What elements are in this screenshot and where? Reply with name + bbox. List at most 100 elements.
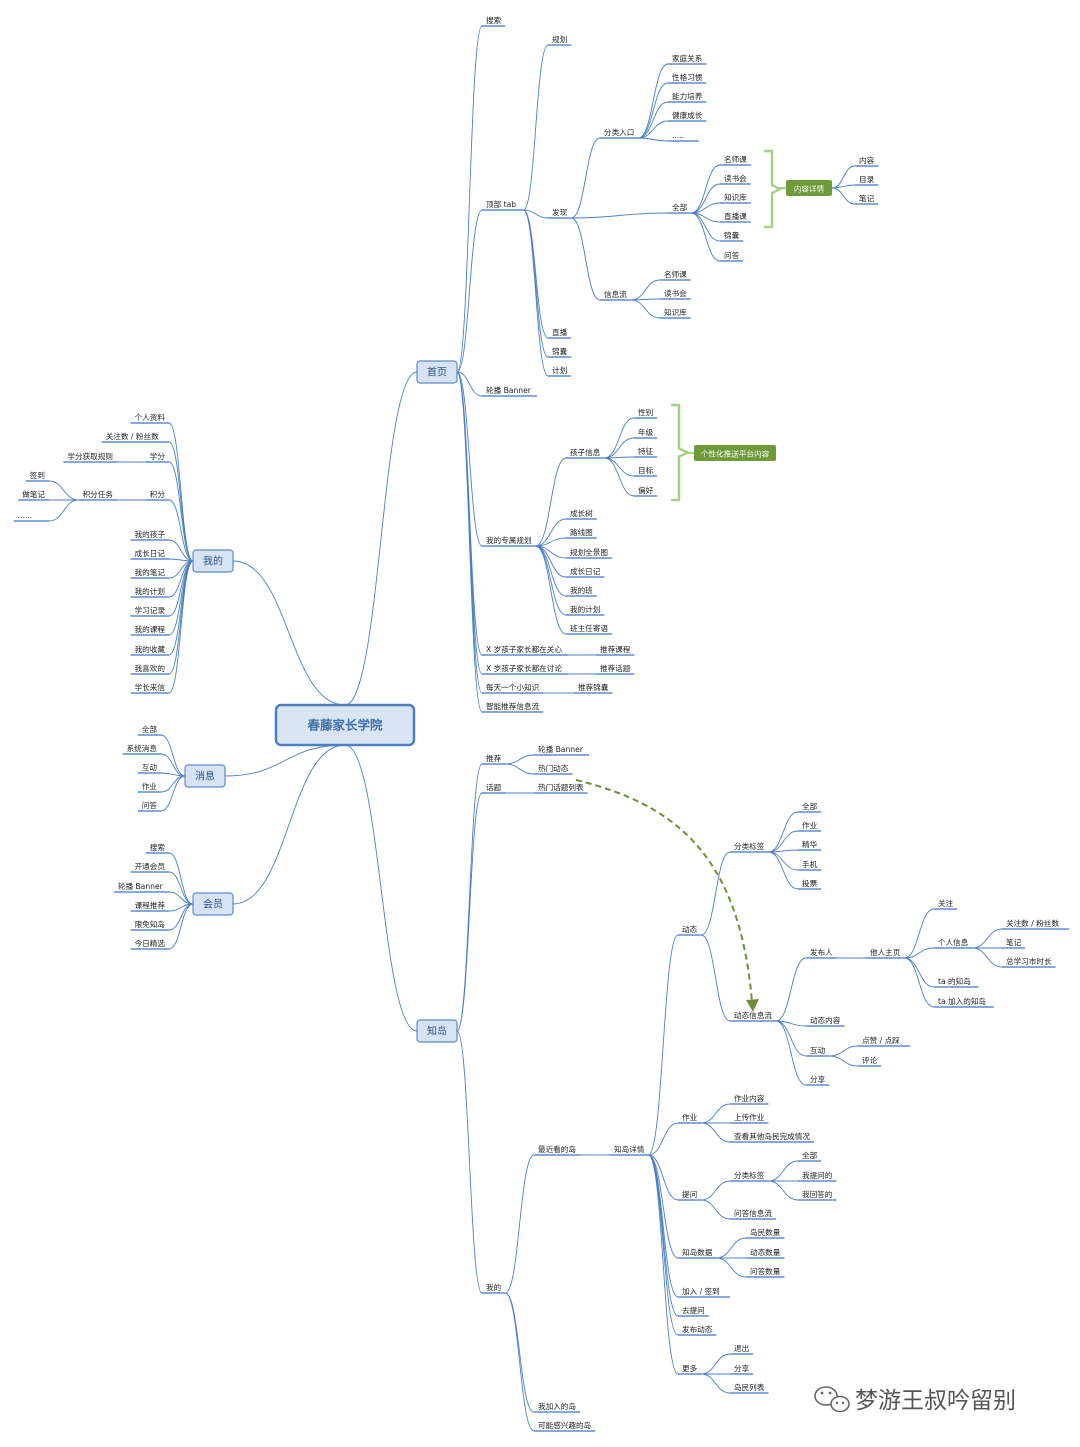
node-points-task[interactable]: 积分任务 <box>83 489 114 499</box>
node-tags[interactable]: 分类标签 <box>734 841 765 851</box>
node-smart-feed[interactable]: 智能推荐信息流 <box>486 701 540 711</box>
node-recommend[interactable]: 推荐 <box>486 753 502 763</box>
node-cat-3[interactable]: 健康成长 <box>672 110 703 120</box>
node-cat-2[interactable]: 能力培养 <box>672 91 703 101</box>
node-pp-0[interactable]: 关注数 / 粉丝数 <box>1006 918 1059 928</box>
node-tips[interactable]: 锦囊 <box>552 346 568 356</box>
node-credit[interactable]: 学分 <box>150 451 166 461</box>
node-all-3[interactable]: 直播课 <box>724 211 747 221</box>
node-dfeed[interactable]: 动态信息流 <box>734 1010 772 1020</box>
node-credit-rule[interactable]: 学分获取规则 <box>67 451 113 461</box>
node-mem-5[interactable]: 今日精选 <box>135 938 166 948</box>
node-detail[interactable]: 知岛详情 <box>614 1144 645 1154</box>
node-mem-3[interactable]: 课程推荐 <box>135 900 166 910</box>
node-mo-1[interactable]: 分享 <box>734 1363 750 1373</box>
node-cd-2[interactable]: 笔记 <box>859 193 875 203</box>
node-mine-3[interactable]: 我的计划 <box>135 586 165 596</box>
node-join[interactable]: 加入 / 签到 <box>682 1286 720 1296</box>
node-ask[interactable]: 去提问 <box>682 1305 705 1315</box>
node-pair-t-1[interactable]: 推荐话题 <box>600 663 631 673</box>
node-mo-0[interactable]: 退出 <box>734 1343 749 1353</box>
node-feed-1[interactable]: 读书会 <box>664 288 687 298</box>
node-my-plan[interactable]: 我的专属规划 <box>486 535 532 545</box>
node-ci-0[interactable]: 性别 <box>638 407 653 417</box>
node-qtags[interactable]: 分类标签 <box>734 1170 765 1180</box>
node-all[interactable]: 全部 <box>672 202 688 212</box>
node-tag-3[interactable]: 手机 <box>802 859 818 869</box>
node-ci-1[interactable]: 年级 <box>638 427 654 437</box>
node-it-0[interactable]: 点赞 / 点踩 <box>862 1035 900 1045</box>
node-mine-7[interactable]: 我喜欢的 <box>135 663 166 673</box>
node-rec-1[interactable]: 热门动态 <box>538 763 569 773</box>
node-pair-t-0[interactable]: 推荐课程 <box>600 644 631 654</box>
node-publisher[interactable]: 发布人 <box>810 947 833 957</box>
node-pair-1[interactable]: X 岁孩子家长都在讨论 <box>486 663 562 673</box>
node-id-2[interactable]: 问答数量 <box>750 1266 781 1276</box>
node-feed-0[interactable]: 名师课 <box>664 269 687 279</box>
node-all-1[interactable]: 读书会 <box>724 173 747 183</box>
node-dcontent[interactable]: 动态内容 <box>810 1015 841 1025</box>
node-msg-2[interactable]: 互动 <box>142 762 158 772</box>
node-id-1[interactable]: 动态数量 <box>750 1247 781 1257</box>
node-island-mine[interactable]: 我的 <box>486 1282 502 1292</box>
node-pt-1[interactable]: 做笔记 <box>22 489 45 499</box>
node-tag-4[interactable]: 投票 <box>802 878 818 888</box>
node-discover[interactable]: 发现 <box>552 207 568 217</box>
node-all-0[interactable]: 名师课 <box>724 154 747 164</box>
node-mem-2[interactable]: 轮播 Banner <box>118 881 164 891</box>
node-qt-0[interactable]: 全部 <box>802 1150 818 1160</box>
node-all-4[interactable]: 锦囊 <box>724 230 740 240</box>
main-node-home[interactable]: 首页 <box>416 360 458 384</box>
node-qt-2[interactable]: 我回答的 <box>802 1189 833 1199</box>
node-mine-5[interactable]: 我的课程 <box>135 624 166 634</box>
node-interact[interactable]: 互动 <box>810 1045 826 1055</box>
node-ci-4[interactable]: 偏好 <box>638 485 654 495</box>
node-cd-0[interactable]: 内容 <box>859 155 875 165</box>
node-it-1[interactable]: 评论 <box>862 1055 878 1065</box>
node-pt-2[interactable]: ...... <box>18 511 32 520</box>
node-plan[interactable]: 规划 <box>552 34 567 44</box>
node-cat-4[interactable]: ..... <box>672 131 684 140</box>
node-homepage[interactable]: 他人主页 <box>870 947 901 957</box>
node-hp-isl-1[interactable]: ta 加入的知岛 <box>938 996 986 1006</box>
node-homework[interactable]: 作业 <box>682 1112 698 1122</box>
main-node-member[interactable]: 会员 <box>192 892 234 916</box>
node-mine-0[interactable]: 我的孩子 <box>135 529 166 539</box>
node-live[interactable]: 直播 <box>552 327 568 337</box>
node-hp-follow[interactable]: 关注 <box>938 898 954 908</box>
node-topic-item[interactable]: 热门话题列表 <box>538 782 584 792</box>
node-rec-0[interactable]: 轮播 Banner <box>538 744 584 754</box>
node-mem-4[interactable]: 限免知岛 <box>135 919 165 929</box>
node-qfeed[interactable]: 问答信息流 <box>734 1208 772 1218</box>
node-pp-2[interactable]: 总学习市时长 <box>1006 956 1052 966</box>
node-pair-0[interactable]: X 岁孩子家长都在关心 <box>486 644 562 654</box>
node-msg-4[interactable]: 问答 <box>142 800 158 810</box>
node-topic[interactable]: 话题 <box>486 782 502 792</box>
node-hw-2[interactable]: 查看其他岛民完成情况 <box>734 1131 810 1141</box>
node-tag-1[interactable]: 作业 <box>802 820 818 830</box>
node-mp-2[interactable]: 规划全景图 <box>570 547 608 557</box>
node-cat-0[interactable]: 家庭关系 <box>672 53 703 63</box>
node-post[interactable]: 发布动态 <box>682 1324 713 1334</box>
content-detail-node[interactable]: 内容详情 <box>786 180 832 196</box>
node-recent[interactable]: 最近看的岛 <box>538 1144 576 1154</box>
node-follow[interactable]: 关注数 / 粉丝数 <box>106 431 159 441</box>
node-msg-3[interactable]: 作业 <box>142 781 158 791</box>
node-banner[interactable]: 轮播 Banner <box>486 385 532 395</box>
node-schedule[interactable]: 计划 <box>552 365 567 375</box>
node-more[interactable]: 更多 <box>682 1363 698 1373</box>
node-mine-8[interactable]: 学长来信 <box>135 682 166 692</box>
node-mp-4[interactable]: 我的班 <box>570 585 593 595</box>
node-mp-0[interactable]: 成长树 <box>570 508 593 518</box>
node-joined[interactable]: 我加入的岛 <box>538 1401 576 1411</box>
node-idata[interactable]: 知岛数据 <box>682 1247 713 1257</box>
node-search[interactable]: 搜索 <box>486 15 502 25</box>
node-mo-2[interactable]: 岛民列表 <box>734 1382 765 1392</box>
node-mine-2[interactable]: 我的笔记 <box>135 567 166 577</box>
node-category-entry[interactable]: 分类入口 <box>604 127 634 137</box>
node-hp-personal[interactable]: 个人信息 <box>938 937 969 947</box>
node-id-0[interactable]: 岛民数量 <box>750 1227 781 1237</box>
main-node-island[interactable]: 知岛 <box>416 1019 458 1043</box>
node-cat-1[interactable]: 性格习惯 <box>672 72 703 82</box>
root-node[interactable]: 春藤家长学院 <box>274 703 416 747</box>
